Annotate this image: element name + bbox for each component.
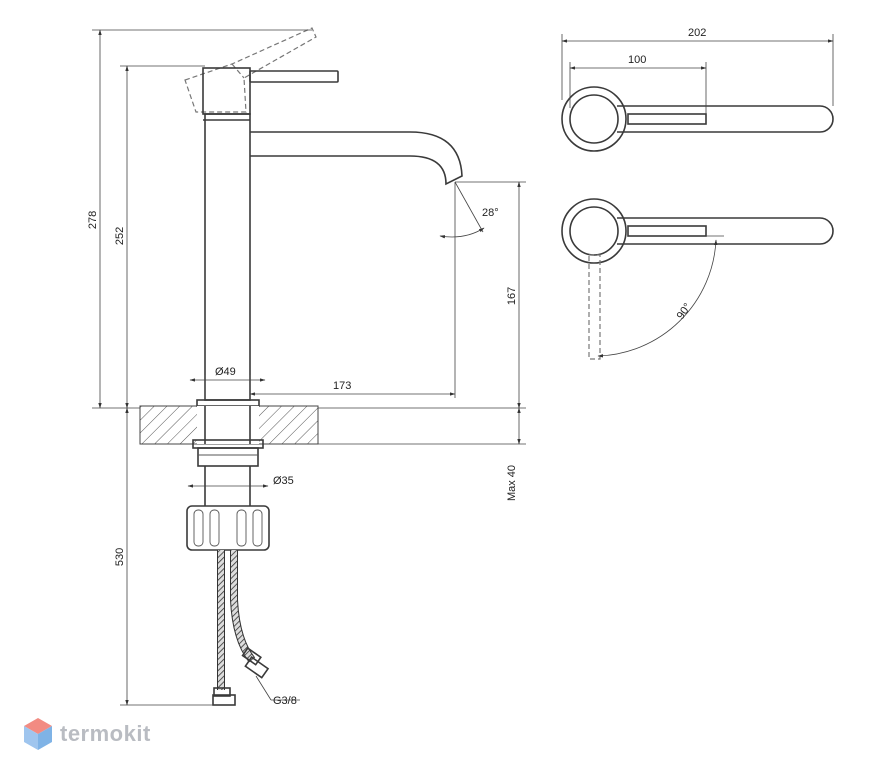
faucet-spout [250,131,463,186]
top-view-rotated [561,198,834,360]
faucet-body [204,113,251,401]
top-view-closed [561,86,834,152]
dim-diameter-35-label: Ø35 [273,475,294,487]
mounting-nut [186,505,270,551]
brand-logo: termokit [24,718,151,750]
dim-90deg-label: 90° [675,301,694,322]
dim-100-label: 100 [628,54,646,66]
dim-167-label: 167 [506,287,518,305]
brand-name: termokit [60,721,151,746]
faucet-handle [202,67,339,115]
dim-173-label: 173 [333,380,351,392]
faucet-side-view [139,27,463,706]
dim-g38-label: G3/8 [273,695,297,707]
ghost-handle-outline [184,27,317,113]
dim-278-label: 278 [87,211,99,229]
top-view-dimensions: 202 100 90° [561,27,834,358]
side-view-dimensions: 278 252 28° 167 Ø49 173 Ø35 Max 40 530 [87,29,526,707]
dim-28deg-label: 28° [482,207,499,219]
base-flange [196,399,260,407]
dim-202-label: 202 [688,27,706,39]
threaded-shank [197,447,259,467]
hexagon-logo-icon [24,718,52,750]
dim-max40-label: Max 40 [506,465,518,501]
dim-diameter-49-label: Ø49 [215,366,236,378]
dim-530-label: 530 [114,548,126,566]
dim-252-label: 252 [114,227,126,245]
braided-hoses [212,550,270,706]
ghost-handle-rotated [588,254,601,360]
